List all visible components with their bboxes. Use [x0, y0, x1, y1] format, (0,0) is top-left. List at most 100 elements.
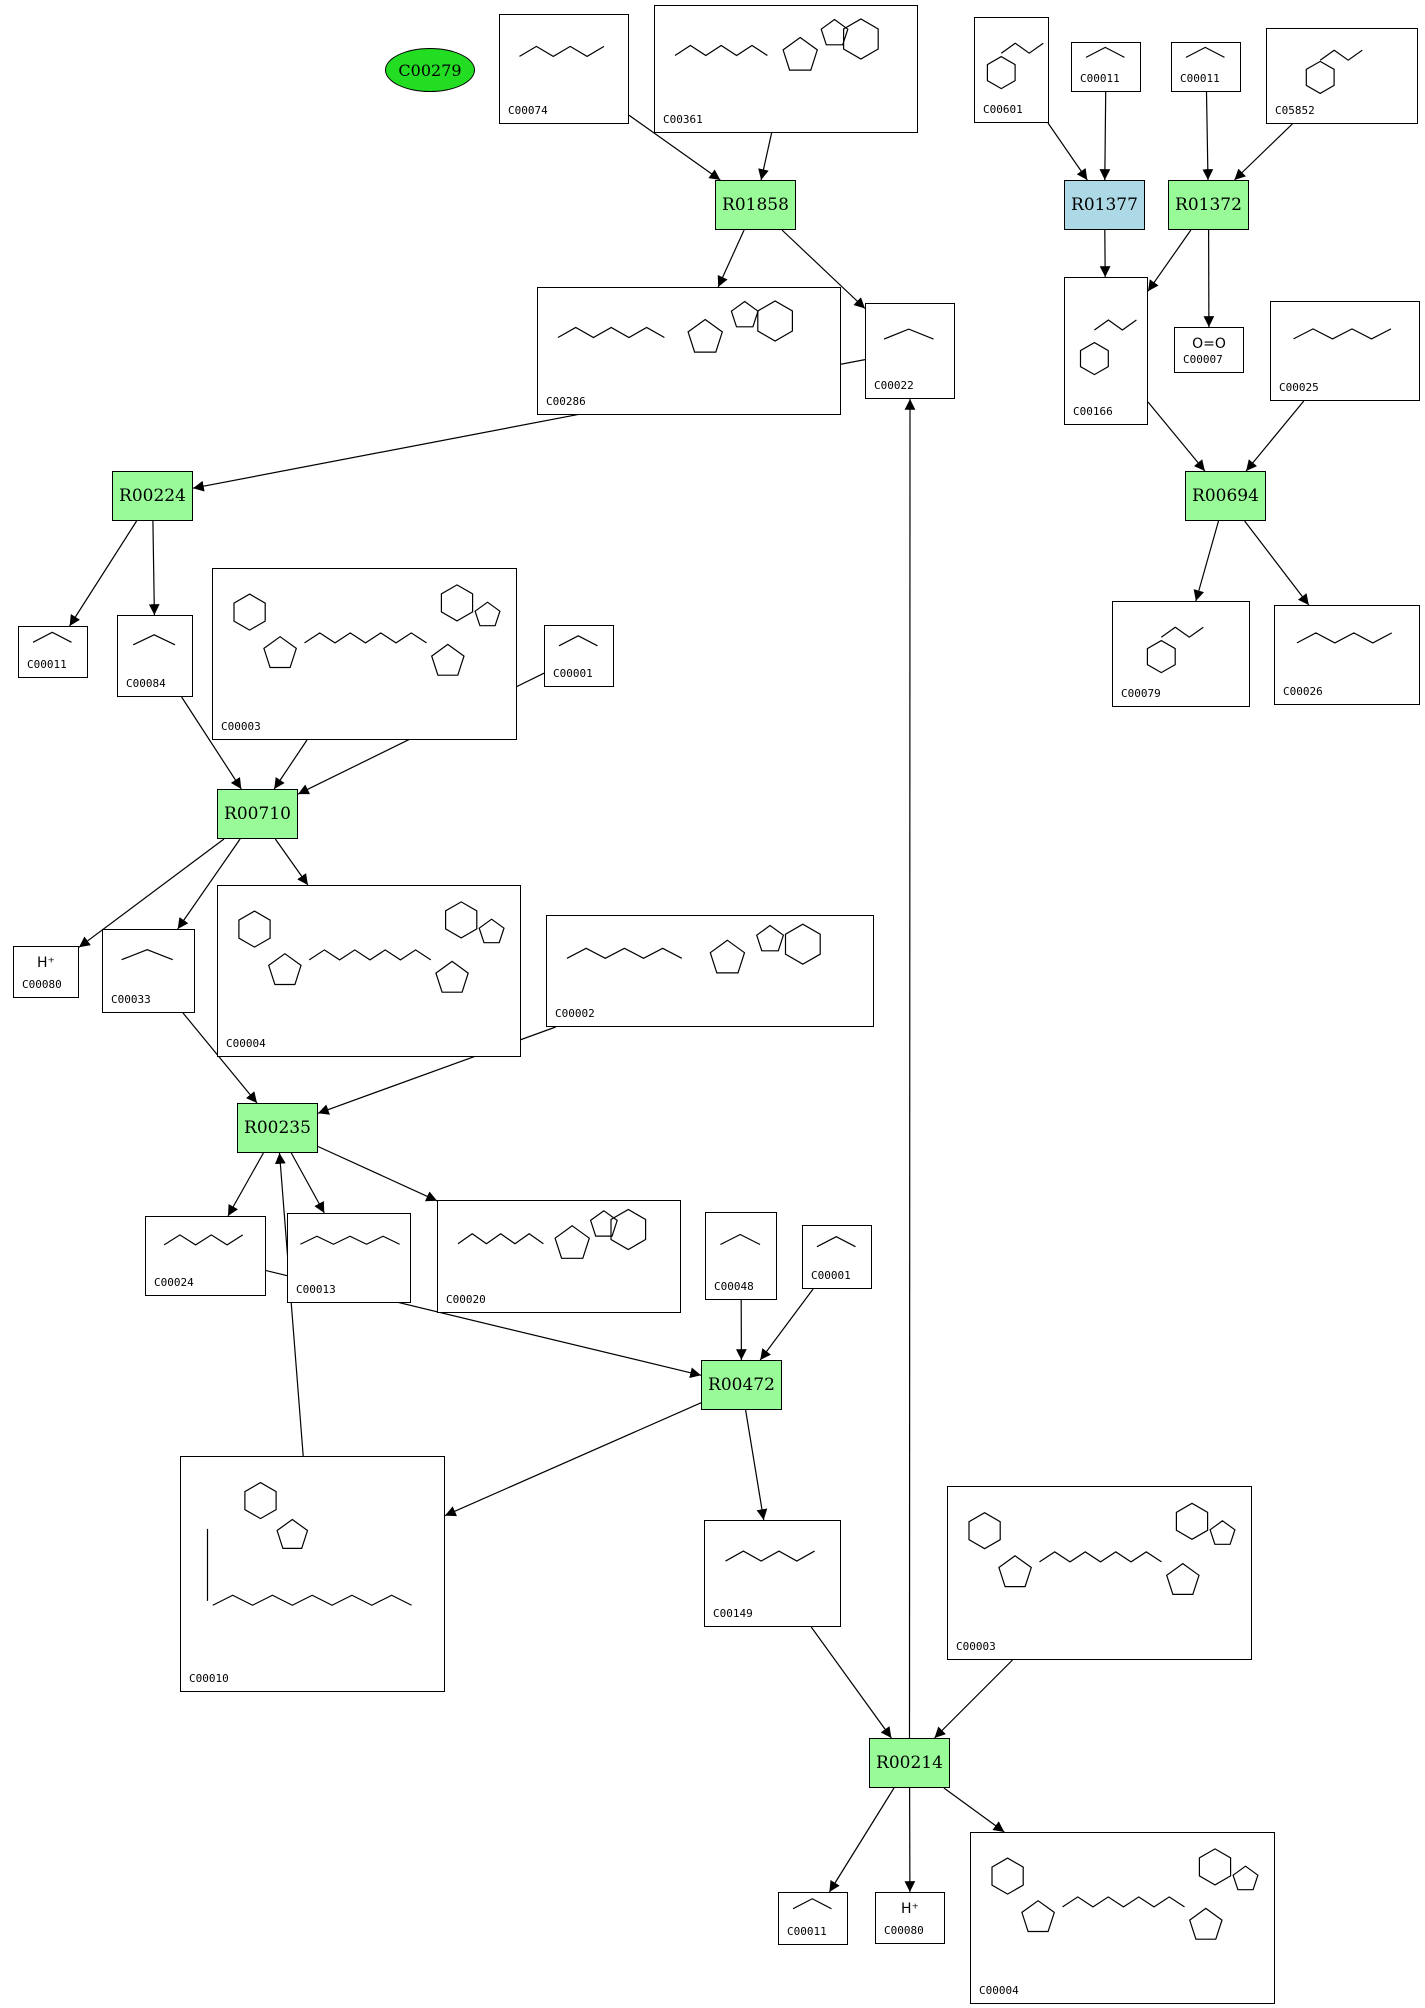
compound-id-label: C00004	[226, 1037, 266, 1050]
compound-id-label: C00286	[546, 395, 586, 408]
compound-c00166[interactable]: C00166	[1064, 277, 1148, 425]
edge-r00224-to-c00084	[148, 520, 160, 616]
edge-r00694-to-c00026	[1244, 520, 1310, 606]
compound-c00011c[interactable]: C00011	[18, 626, 88, 678]
compound-id-label: C00026	[1283, 685, 1323, 698]
compound-id-label: C05852	[1275, 104, 1315, 117]
reaction-r00224[interactable]: R00224	[112, 471, 193, 521]
compound-id-label: C00003	[956, 1640, 996, 1653]
highlight-compound-c00279[interactable]: C00279	[385, 48, 475, 92]
reaction-r01372[interactable]: R01372	[1168, 180, 1249, 230]
edge-r00214-to-c00004b	[943, 1787, 1005, 1833]
edge-c00084-to-r00710	[181, 696, 242, 790]
compound-c00011b[interactable]: C00011	[1171, 42, 1241, 92]
compound-c00001a[interactable]: C00001	[544, 625, 614, 687]
compound-id-label: C00022	[874, 379, 914, 392]
reaction-r01377[interactable]: R01377	[1064, 180, 1145, 230]
reaction-r00472[interactable]: R00472	[701, 1360, 782, 1410]
edge-c00011b-to-r01372	[1202, 91, 1214, 181]
compound-id-label: C00149	[713, 1607, 753, 1620]
compound-c00074[interactable]: C00074	[499, 14, 629, 124]
compound-c00003b[interactable]: C00003	[947, 1486, 1252, 1660]
compound-c00011d[interactable]: C00011	[778, 1892, 848, 1945]
edge-r00694-to-c00079	[1193, 520, 1220, 602]
compound-c00149[interactable]: C00149	[704, 1520, 841, 1627]
compound-formula: H⁺	[901, 1901, 919, 1917]
compound-c00004a[interactable]: C00004	[217, 885, 521, 1057]
edge-r00235-to-c00024	[227, 1152, 264, 1217]
compound-c00026[interactable]: C00026	[1274, 605, 1420, 705]
compound-id-label: C00013	[296, 1283, 336, 1296]
compound-c00080b[interactable]: H⁺ C00080	[875, 1892, 945, 1944]
compound-id-label: C00020	[446, 1293, 486, 1306]
compound-c00004b[interactable]: C00004	[970, 1832, 1275, 2004]
compound-c00084[interactable]: C00084	[117, 615, 193, 697]
edge-r00235-to-c00013	[290, 1152, 325, 1214]
edge-c00001b-to-r00472	[759, 1288, 814, 1361]
edge-c00033-to-r00235	[182, 1012, 258, 1104]
compound-c00011a[interactable]: C00011	[1071, 42, 1141, 92]
compound-c00022[interactable]: C00022	[865, 303, 955, 399]
compound-c00013[interactable]: C00013	[287, 1213, 411, 1303]
compound-id-label: C00003	[221, 720, 261, 733]
compound-id-label: C00084	[126, 677, 166, 690]
compound-c00033[interactable]: C00033	[102, 929, 195, 1013]
compound-c00003a[interactable]: C00003	[212, 568, 517, 740]
compound-id-label: C00010	[189, 1672, 229, 1685]
compound-id-label: C00601	[983, 103, 1023, 116]
edge-r00235-to-c00020	[317, 1145, 438, 1202]
edge-r01858-to-c00022	[781, 229, 866, 309]
compound-id-label: C00079	[1121, 687, 1161, 700]
reaction-r00214[interactable]: R00214	[869, 1738, 950, 1788]
edge-c00003a-to-r00710	[273, 739, 308, 790]
edge-r00472-to-c00149	[745, 1409, 768, 1521]
compound-c00361[interactable]: C00361	[654, 5, 918, 133]
edge-c00010-to-r00235	[274, 1152, 304, 1457]
compound-c05852[interactable]: C05852	[1266, 28, 1418, 124]
compound-formula: H⁺	[37, 955, 55, 971]
compound-c00048[interactable]: C00048	[705, 1212, 777, 1300]
compound-c00002[interactable]: C00002	[546, 915, 874, 1027]
compound-id-label: C00011	[1080, 72, 1120, 85]
compound-id-label: C00007	[1183, 353, 1223, 366]
reaction-r01858[interactable]: R01858	[715, 180, 796, 230]
edge-c00025-to-r00694	[1245, 400, 1305, 472]
edge-c00361-to-r01858	[758, 132, 773, 181]
edge-c00601-to-r01377	[1047, 122, 1088, 181]
compound-c00001b[interactable]: C00001	[802, 1225, 872, 1289]
edge-r00214-to-c00022	[904, 398, 916, 1739]
edge-r00224-to-c00011c	[69, 520, 138, 627]
compound-id-label: C00024	[154, 1276, 194, 1289]
compound-id-label: C00080	[22, 978, 62, 991]
reaction-r00694[interactable]: R00694	[1185, 471, 1266, 521]
compound-c00025[interactable]: C00025	[1270, 301, 1420, 401]
compound-id-label: C00011	[27, 658, 67, 671]
edge-r00472-to-c00010	[444, 1402, 702, 1517]
edge-r00214-to-c00011d	[828, 1787, 895, 1893]
compound-id-label: C00033	[111, 993, 151, 1006]
edge-r01372-to-c00166	[1147, 229, 1192, 292]
edge-c00166-to-r00694	[1147, 401, 1206, 472]
compound-id-label: C00361	[663, 113, 703, 126]
compound-c00020[interactable]: C00020	[437, 1200, 681, 1313]
compound-id-label: C00002	[555, 1007, 595, 1020]
reaction-r00235[interactable]: R00235	[237, 1103, 318, 1153]
compound-c00079[interactable]: C00079	[1112, 601, 1250, 707]
compound-id-label: C00074	[508, 104, 548, 117]
compound-id-label: C00166	[1073, 405, 1113, 418]
edge-r00710-to-c00004a	[274, 838, 309, 886]
compound-c00286[interactable]: C00286	[537, 287, 841, 415]
compound-id-label: C00048	[714, 1280, 754, 1293]
compound-c00080a[interactable]: H⁺ C00080	[13, 946, 79, 998]
compound-c00024[interactable]: C00024	[145, 1216, 266, 1296]
edge-r01858-to-c00286	[717, 229, 745, 288]
edge-c00074-to-r01858	[628, 114, 721, 181]
edge-c00149-to-r00214	[810, 1626, 892, 1739]
reaction-r00710[interactable]: R00710	[217, 789, 298, 839]
compound-c00010[interactable]: C00010	[180, 1456, 445, 1692]
compound-c00601[interactable]: C00601	[974, 17, 1049, 123]
compound-id-label: C00080	[884, 1924, 924, 1937]
compound-id-label: C00001	[553, 667, 593, 680]
